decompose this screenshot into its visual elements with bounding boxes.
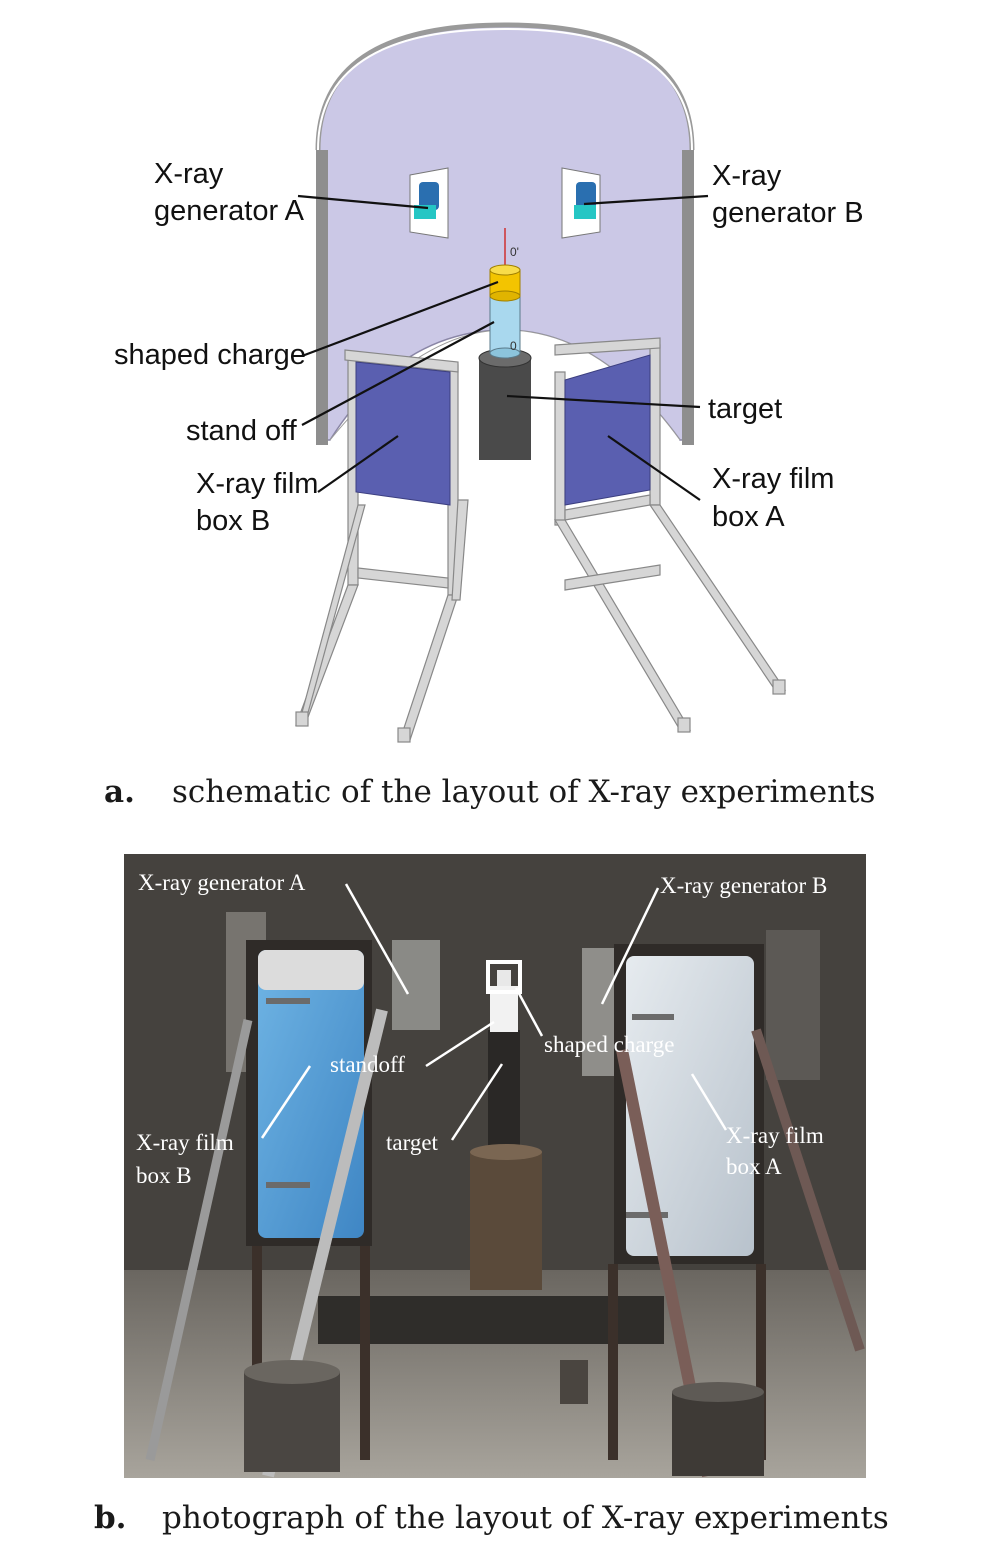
film-box-a xyxy=(564,354,651,506)
axis-label-bottom: 0 xyxy=(510,339,517,353)
label-stand-off: stand off xyxy=(186,415,298,447)
photo-generator-a-plate xyxy=(392,940,440,1030)
photo-leader-lines xyxy=(260,883,728,1141)
photo-target xyxy=(488,1030,520,1156)
photograph-panel: X-ray generator A X-ray generator B stan… xyxy=(94,854,889,1536)
caption-b-text: photograph of the layout of X-ray experi… xyxy=(162,1500,889,1536)
caption-b-letter: b. xyxy=(94,1500,126,1536)
label-shaped-charge: shaped charge xyxy=(114,339,306,371)
photo-label-standoff: standoff xyxy=(330,1052,405,1077)
target xyxy=(478,348,532,460)
photo-label-target: target xyxy=(386,1130,439,1155)
photo-shaped-charge-box xyxy=(486,960,522,994)
caption-a-letter: a. xyxy=(104,774,135,810)
label-generator-b-line2: generator B xyxy=(712,197,864,229)
label-film-box-b-line2: box B xyxy=(196,505,270,537)
label-film-box-a-line2: box A xyxy=(712,501,785,533)
schematic-panel: 0' 0 xyxy=(104,22,875,810)
photo-label-generator-a: X-ray generator A xyxy=(138,870,306,895)
photo-label-film-box-a-line2: box A xyxy=(726,1154,782,1179)
photo-label-film-box-a-line1: X-ray film xyxy=(726,1123,824,1148)
photo-label-film-box-b-line1: X-ray film xyxy=(136,1130,234,1155)
xray-generator-a xyxy=(409,167,449,239)
leader-lines xyxy=(297,194,709,501)
label-generator-a-line2: generator A xyxy=(154,195,305,227)
label-generator-a-line1: X-ray xyxy=(154,158,224,190)
wall-right-edge xyxy=(682,150,694,445)
label-generator-b-line1: X-ray xyxy=(712,160,782,192)
photo-label-shaped-charge: shaped charge xyxy=(544,1032,675,1057)
photo-label-film-box-b-line2: box B xyxy=(136,1163,192,1188)
film-box-b-stand xyxy=(295,349,469,743)
photo-film-box-b xyxy=(258,950,364,1238)
photo-label-generator-b: X-ray generator B xyxy=(660,873,827,898)
label-film-box-b-line1: X-ray film xyxy=(196,468,318,500)
photo-film-box-a xyxy=(626,956,754,1256)
label-target: target xyxy=(708,393,782,425)
film-box-b xyxy=(355,361,451,506)
caption-a-text: schematic of the layout of X-ray experim… xyxy=(172,774,875,810)
wall-top-rim xyxy=(315,22,695,151)
photo-target-stump xyxy=(470,1152,542,1290)
wall-left-edge xyxy=(316,150,328,445)
shaped-charge xyxy=(489,264,521,302)
label-film-box-a-line1: X-ray film xyxy=(712,463,834,495)
axis-label-top: 0' xyxy=(510,245,519,259)
film-box-a-stand xyxy=(553,337,787,733)
photo-base-plank xyxy=(318,1296,664,1344)
